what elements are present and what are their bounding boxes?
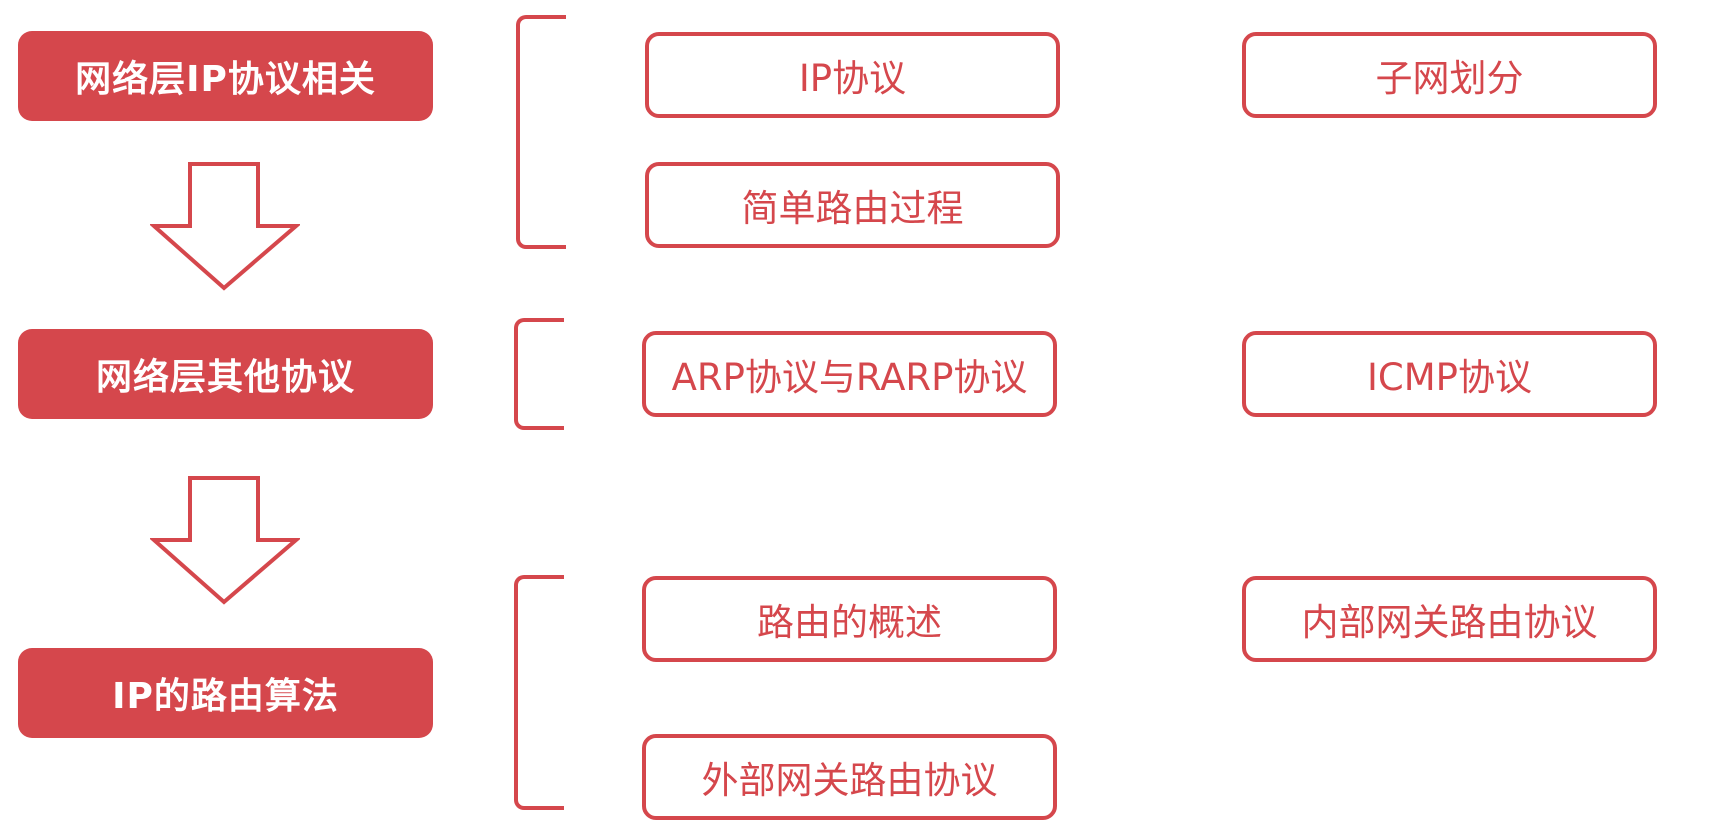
section-routing-algorithm-header: IP的路由算法 [18, 648, 433, 738]
topic-exterior-gateway-protocol: 外部网关路由协议 [642, 734, 1057, 820]
down-arrow-icon [150, 162, 300, 291]
group-bracket-1 [516, 15, 566, 249]
down-arrow-icon [150, 476, 300, 605]
section-other-protocols-header: 网络层其他协议 [18, 329, 433, 419]
topic-arp-rarp: ARP协议与RARP协议 [642, 331, 1057, 417]
topic-interior-gateway-protocol: 内部网关路由协议 [1242, 576, 1657, 662]
topic-ip-protocol: IP协议 [645, 32, 1060, 118]
topic-routing-overview: 路由的概述 [642, 576, 1057, 662]
topic-simple-routing-process: 简单路由过程 [645, 162, 1060, 248]
group-bracket-2 [514, 318, 564, 430]
topic-subnetting: 子网划分 [1242, 32, 1657, 118]
section-ip-protocol-header: 网络层IP协议相关 [18, 31, 433, 121]
topic-icmp: ICMP协议 [1242, 331, 1657, 417]
group-bracket-3 [514, 575, 564, 810]
